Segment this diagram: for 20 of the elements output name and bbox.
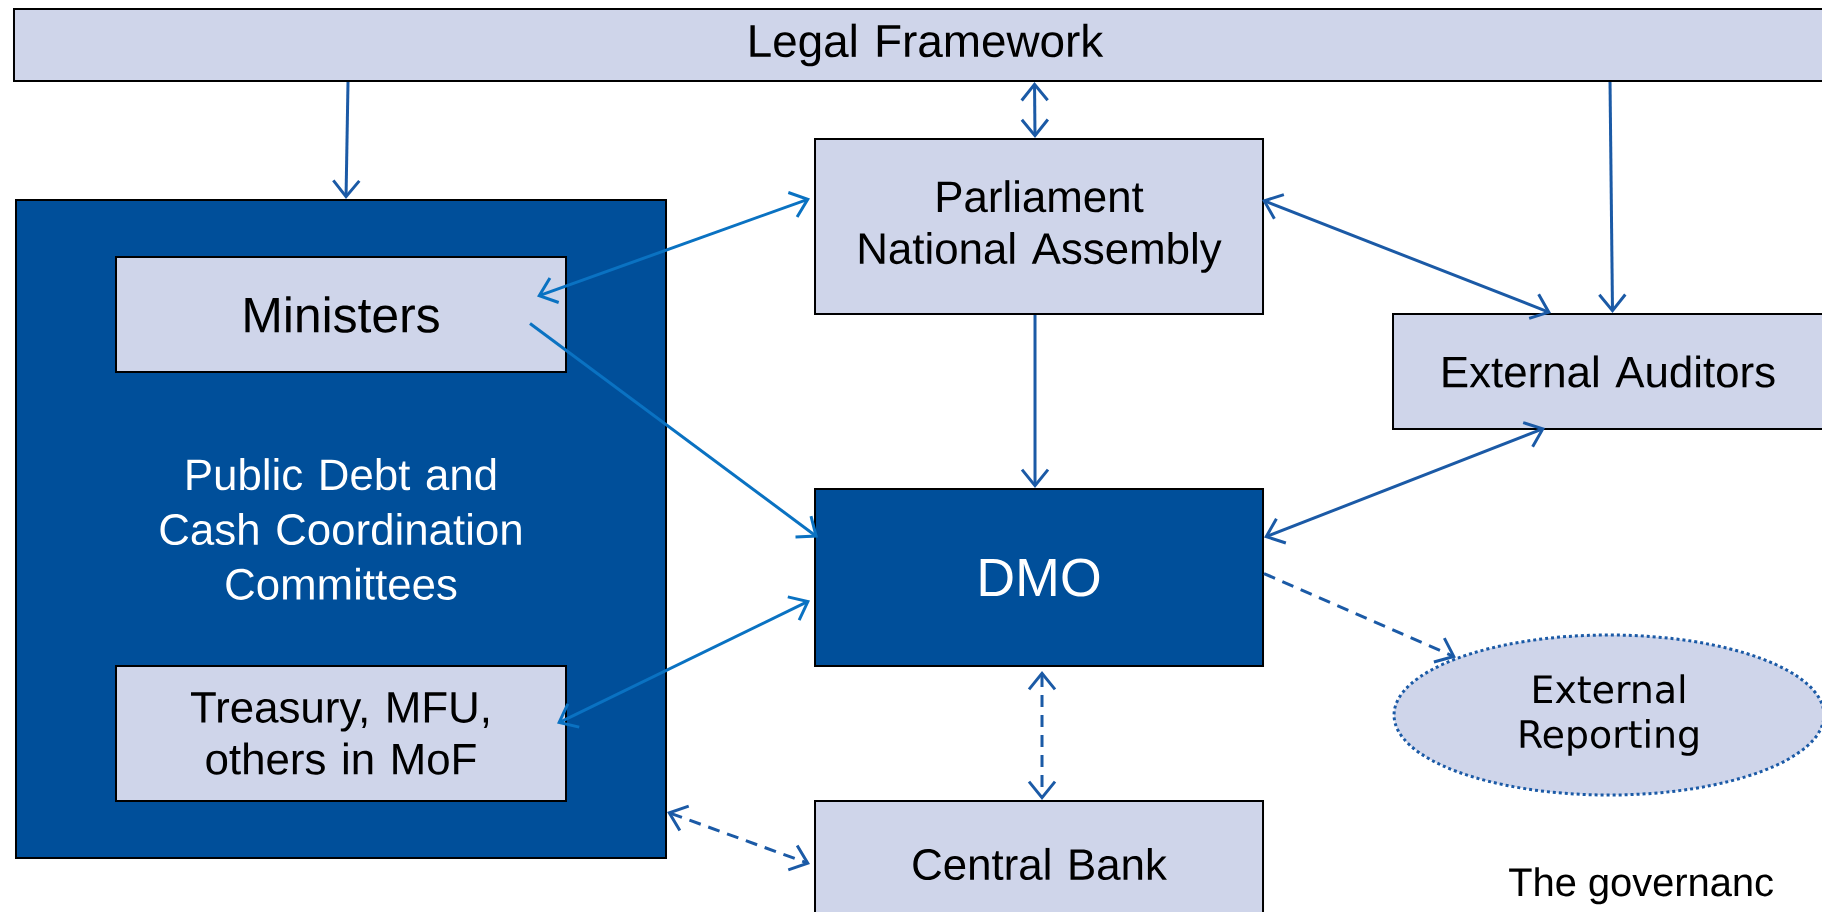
arrow	[1020, 315, 1050, 488]
process-box: Treasury, MFU, others in MoF	[115, 665, 567, 802]
arrow	[667, 804, 810, 872]
arrow	[1263, 572, 1456, 664]
process-box: Parliament National Assembly	[814, 138, 1264, 315]
panel-title: Public Debt and Cash Coordination Committees	[160, 458, 521, 600]
arrow	[1262, 193, 1551, 320]
process-box: Ministers	[115, 256, 567, 373]
arrow	[1264, 421, 1545, 545]
arrow	[1598, 82, 1627, 313]
process-box: External Auditors	[1392, 313, 1822, 430]
process-box: Central Bank	[814, 800, 1264, 912]
arrow	[332, 81, 361, 199]
arrow	[1027, 671, 1057, 800]
arrow	[537, 191, 810, 304]
arrow	[557, 595, 810, 729]
process-box: DMO	[814, 488, 1264, 667]
framework-banner: Legal Framework	[13, 8, 1822, 82]
arrow	[529, 322, 818, 539]
note-text: The governanc	[1509, 867, 1773, 905]
